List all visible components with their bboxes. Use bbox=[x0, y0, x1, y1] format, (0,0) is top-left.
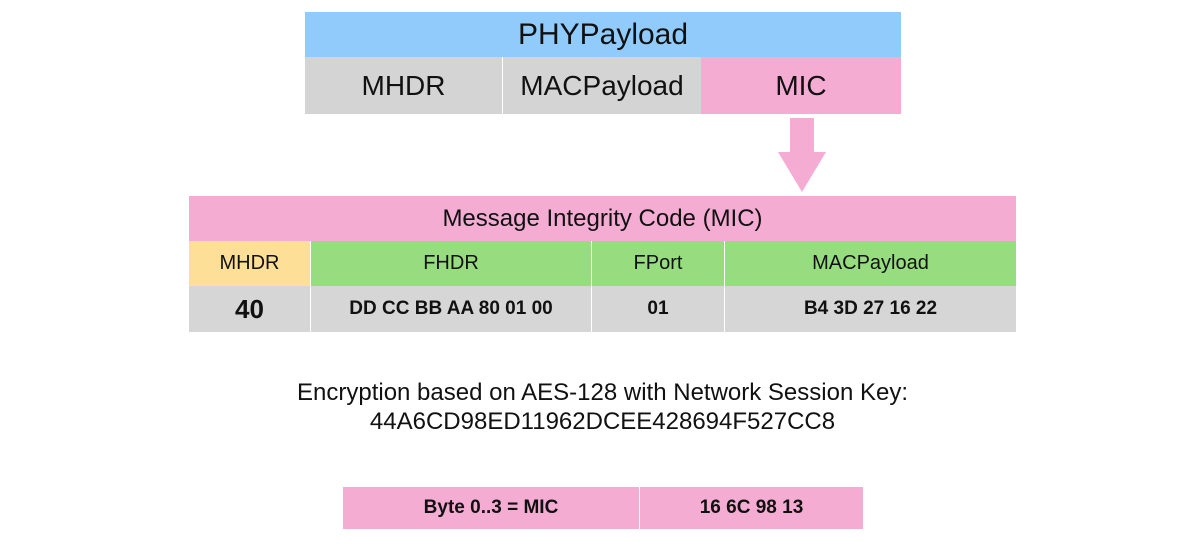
mic-table-title: Message Integrity Code (MIC) bbox=[189, 196, 1016, 241]
phy-payload-title: PHYPayload bbox=[305, 12, 901, 57]
phy-payload-block: PHYPayload MHDR MACPayload MIC bbox=[305, 12, 901, 114]
mic-result-label: Byte 0..3 = MIC bbox=[343, 487, 640, 529]
header-fhdr: FHDR bbox=[311, 241, 592, 286]
value-mhdr: 40 bbox=[189, 286, 311, 332]
header-mhdr: MHDR bbox=[189, 241, 311, 286]
phy-field-mhdr: MHDR bbox=[305, 57, 503, 114]
phy-field-macpayload: MACPayload bbox=[503, 57, 701, 114]
header-fport: FPort bbox=[592, 241, 725, 286]
value-fport: 01 bbox=[592, 286, 725, 332]
encryption-description: Encryption based on AES-128 with Network… bbox=[200, 378, 1005, 440]
mic-table: Message Integrity Code (MIC) MHDR FHDR F… bbox=[189, 196, 1016, 332]
encryption-text-line: Encryption based on AES-128 with Network… bbox=[297, 379, 908, 406]
header-macpayload: MACPayload bbox=[725, 241, 1016, 286]
phy-payload-fields: MHDR MACPayload MIC bbox=[305, 57, 901, 114]
mic-result-value: 16 6C 98 13 bbox=[640, 487, 863, 529]
mic-table-value-row: 40 DD CC BB AA 80 01 00 01 B4 3D 27 16 2… bbox=[189, 286, 1016, 332]
value-fhdr: DD CC BB AA 80 01 00 bbox=[311, 286, 592, 332]
mic-table-header-row: MHDR FHDR FPort MACPayload bbox=[189, 241, 1016, 286]
mic-result-row: Byte 0..3 = MIC 16 6C 98 13 bbox=[343, 487, 863, 529]
network-session-key: 44A6CD98ED11962DCEE428694F527CC8 bbox=[369, 408, 836, 435]
down-arrow-icon bbox=[778, 118, 826, 192]
value-macpayload: B4 3D 27 16 22 bbox=[725, 286, 1016, 332]
phy-field-mic: MIC bbox=[701, 57, 901, 114]
